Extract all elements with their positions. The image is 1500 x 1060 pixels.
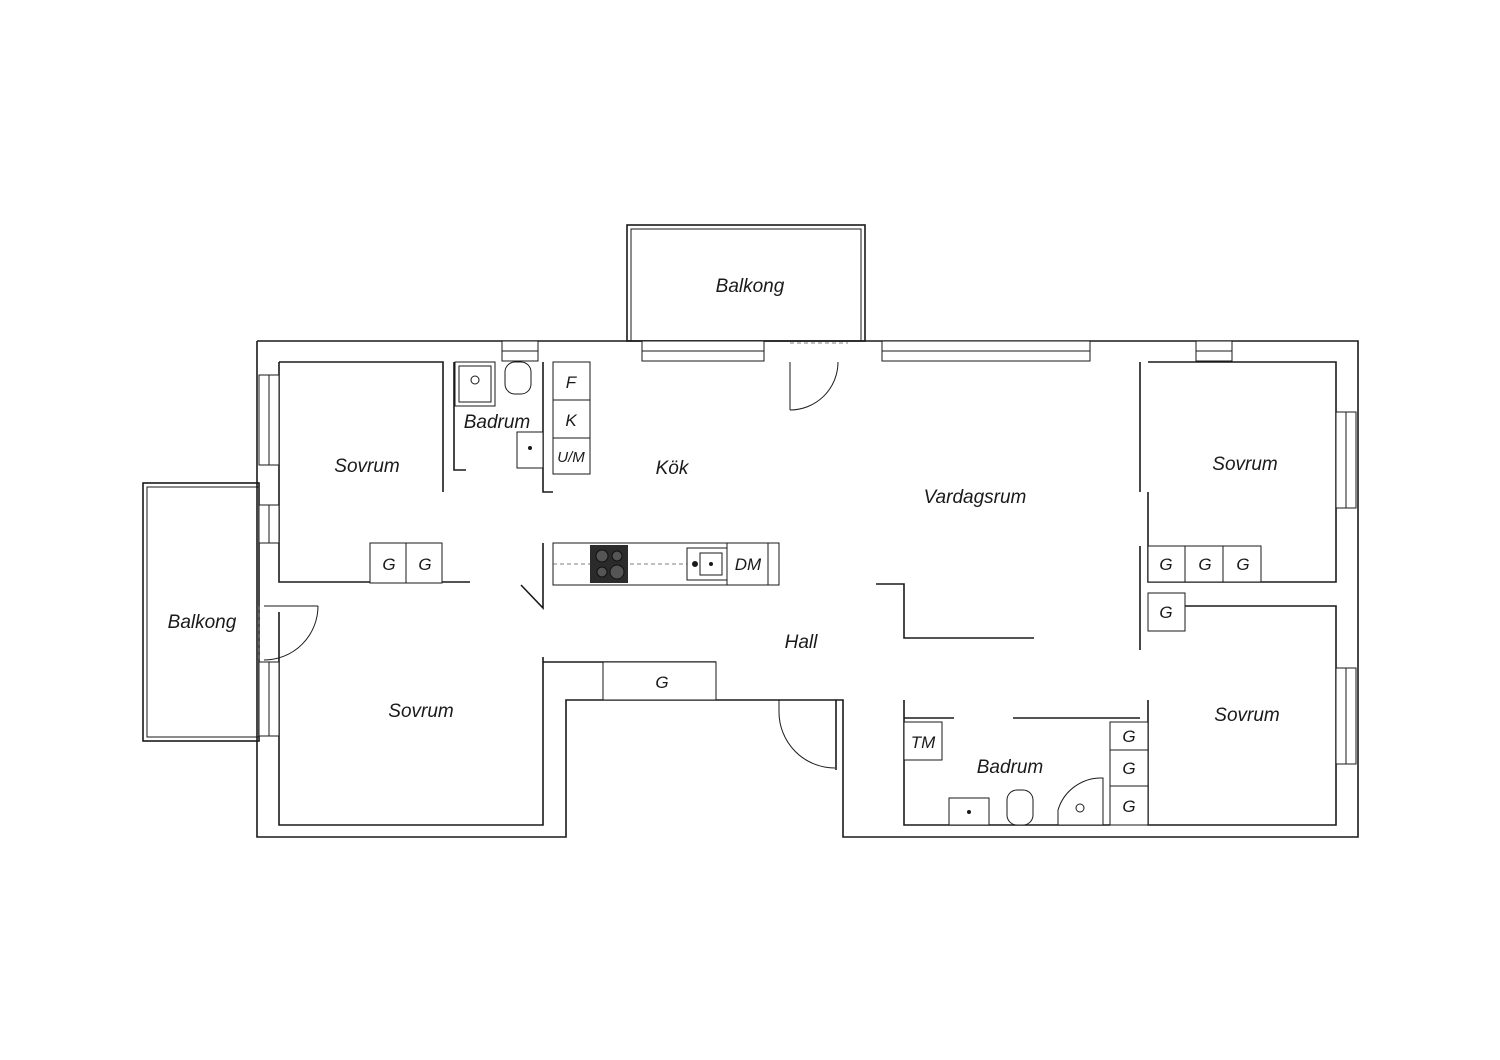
- shower-icon: [1057, 777, 1104, 826]
- label-sovrum-top-right: Sovrum: [1212, 454, 1277, 475]
- wardrobes: [369, 542, 1262, 826]
- label-washing-machine: TM: [911, 733, 936, 752]
- balcony-left: [142, 482, 260, 742]
- label-dishwasher: DM: [735, 555, 762, 574]
- door-balcony-left[interactable]: [258, 605, 319, 661]
- kitchen-counter: [520, 542, 780, 610]
- label-badrum-small: Badrum: [464, 412, 531, 433]
- label-wardrobe: G: [655, 673, 668, 692]
- label-kok: Kök: [656, 458, 690, 479]
- large-bathroom-fixtures: [903, 721, 1104, 826]
- label-vardagsrum: Vardagsrum: [924, 487, 1027, 508]
- label-hall: Hall: [785, 632, 819, 653]
- exterior-walls: [256, 340, 1359, 838]
- label-wardrobe: G: [418, 555, 431, 574]
- label-wardrobe: G: [1122, 797, 1135, 816]
- label-balkong-left: Balkong: [168, 612, 237, 633]
- label-wardrobe: G: [1236, 555, 1249, 574]
- label-sovrum-top-left: Sovrum: [334, 456, 399, 477]
- label-freezer: K: [565, 411, 577, 430]
- label-badrum-large: Badrum: [977, 757, 1044, 778]
- label-balkong-top: Balkong: [716, 276, 785, 297]
- label-fridge: F: [566, 373, 578, 392]
- label-wardrobe: G: [382, 555, 395, 574]
- entrance-door[interactable]: [778, 700, 836, 769]
- label-oven-micro: U/M: [557, 449, 585, 466]
- door-balcony-top[interactable]: [789, 342, 848, 411]
- windows: [258, 340, 1357, 765]
- label-wardrobe: G: [1198, 555, 1211, 574]
- label-wardrobe: G: [1159, 555, 1172, 574]
- small-bathroom-fixtures: [454, 361, 544, 469]
- label-sovrum-bottom-right: Sovrum: [1214, 705, 1279, 726]
- toilet-icon: [1006, 789, 1034, 826]
- label-sovrum-bottom-left: Sovrum: [388, 701, 453, 722]
- kitchen-tall-units: [552, 361, 591, 475]
- label-wardrobe: G: [1122, 727, 1135, 746]
- toilet-icon: [504, 361, 532, 395]
- label-wardrobe: G: [1159, 603, 1172, 622]
- label-wardrobe: G: [1122, 759, 1135, 778]
